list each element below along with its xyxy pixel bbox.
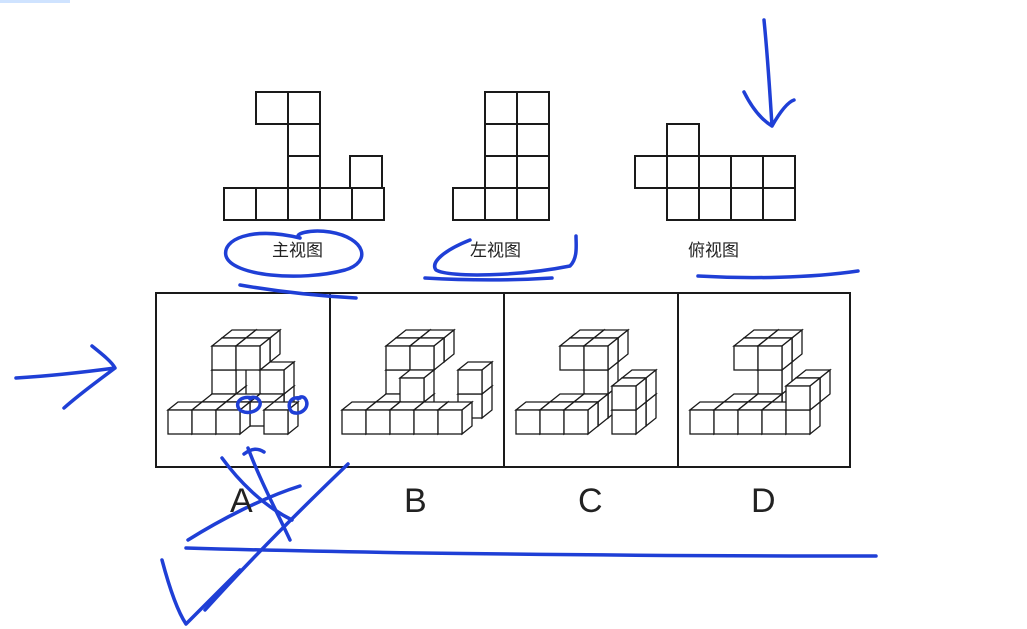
cube-front-face (785, 385, 811, 411)
cube-front-face (437, 409, 463, 435)
cube-front-face (413, 409, 439, 435)
option-c-label[interactable]: C (578, 482, 603, 520)
cube-front-face (583, 345, 609, 371)
cube-front-face (559, 345, 585, 371)
top-view-grid (634, 123, 796, 221)
cube-front-face (761, 409, 787, 435)
cube-front-face (399, 377, 425, 403)
front-view-grid (223, 91, 385, 221)
ink-arrow-down (742, 18, 796, 128)
cube-front-face (689, 409, 715, 435)
ink-swoosh-left-label (432, 234, 578, 277)
ink-diagonal (203, 462, 350, 612)
cube-front-face (263, 409, 289, 435)
option-d-solid[interactable] (688, 328, 832, 436)
corner-highlight (0, 0, 70, 3)
ink-small-circle-2 (287, 395, 309, 415)
cube-front-face (611, 385, 637, 411)
cube-front-face (409, 345, 435, 371)
cube-front-face (167, 409, 193, 435)
ink-small-circle-1 (235, 395, 262, 415)
ink-cross-a-1 (220, 456, 294, 522)
options-frame (155, 292, 851, 468)
ink-underline-top-label (696, 269, 860, 280)
ink-cross-a-2 (246, 446, 292, 542)
option-d-label[interactable]: D (751, 482, 776, 520)
cube-front-face (259, 369, 285, 395)
top-view-label: 俯视图 (688, 241, 739, 261)
cube-front-face (785, 409, 811, 435)
ink-underline-options (184, 546, 878, 558)
ink-underline-left (423, 276, 554, 282)
ink-cross-a-3 (242, 447, 266, 456)
ink-underline-front (238, 283, 358, 300)
cube-front-face (211, 369, 237, 395)
option-b-solid[interactable] (340, 328, 494, 436)
cube-front-face (365, 409, 391, 435)
option-a-solid[interactable] (166, 328, 300, 436)
ink-annotations (14, 18, 878, 626)
ink-diagonal-2 (186, 484, 302, 542)
front-view-label: 主视图 (272, 241, 323, 261)
cube-front-face (583, 369, 609, 395)
cube-front-face (515, 409, 541, 435)
cube-front-face (457, 369, 483, 395)
cube-front-face (611, 409, 637, 435)
cube-front-face (385, 345, 411, 371)
option-c-solid[interactable] (514, 328, 658, 436)
cube-front-face (389, 409, 415, 435)
cube-front-face (563, 409, 589, 435)
cube-front-face (211, 345, 237, 371)
cube-front-face (539, 409, 565, 435)
ink-circle-front-label (224, 229, 364, 278)
cube-front-face (737, 409, 763, 435)
ink-arrow-right (14, 344, 117, 410)
left-view-label: 左视图 (470, 241, 521, 261)
cube-front-face (713, 409, 739, 435)
ink-check (160, 558, 242, 626)
cube-front-face (341, 409, 367, 435)
cube-front-face (733, 345, 759, 371)
cube-front-face (235, 345, 261, 371)
cube-front-face (215, 409, 241, 435)
left-view-grid (452, 91, 550, 221)
cube-front-face (191, 409, 217, 435)
option-a-label[interactable]: A (230, 482, 253, 520)
cube-front-face (757, 369, 783, 395)
option-b-label[interactable]: B (404, 482, 427, 520)
cube-front-face (757, 345, 783, 371)
